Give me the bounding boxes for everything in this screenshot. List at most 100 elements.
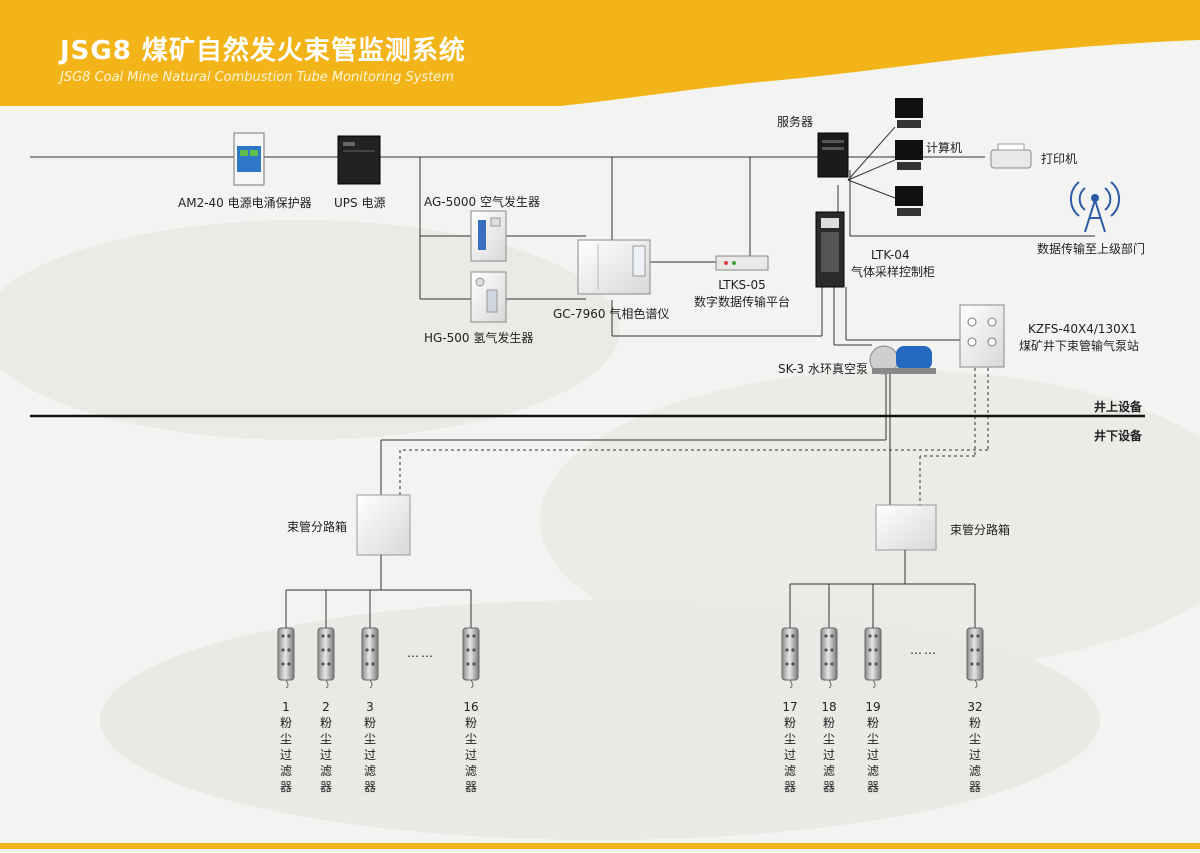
- filter-text-char: 滤: [968, 764, 981, 778]
- label-ltk04-name: 气体采样控制柜: [851, 265, 936, 279]
- filter-number: 17: [782, 700, 798, 714]
- filter-hole-32-1: [976, 634, 980, 638]
- filter-text-char: 粉: [279, 716, 292, 730]
- dust-filter-1: [277, 627, 295, 681]
- label-below-ground: 井下设备: [1094, 429, 1143, 443]
- filter-hole-2-4: [321, 662, 325, 666]
- filter-text-char: 尘: [279, 732, 292, 746]
- filter-hole-18-0: [824, 634, 828, 638]
- filter-hole-19-1: [874, 634, 878, 638]
- filter-text-char: 过: [968, 748, 981, 762]
- filter-hole-3-4: [365, 662, 369, 666]
- filter-hook-19: [872, 679, 876, 689]
- label-printer: 打印机: [1041, 152, 1078, 166]
- label-kzfs-name: 煤矿井下束管输气泵站: [1019, 339, 1140, 353]
- filter-text-char: 尘: [866, 732, 879, 746]
- filter-text-char: 尘: [319, 732, 332, 746]
- filter-number: 1: [282, 700, 290, 714]
- filter-text-char: 滤: [822, 764, 835, 778]
- filter-hole-17-1: [791, 634, 795, 638]
- filter-text-char: 器: [319, 780, 332, 794]
- dust-filter-17: [781, 627, 799, 681]
- filter-text-char: 尘: [783, 732, 796, 746]
- label-junction-left: 束管分路箱: [287, 520, 348, 534]
- filter-hook-1: [285, 679, 289, 689]
- filter-text-char: 滤: [783, 764, 796, 778]
- filter-hole-2-2: [321, 648, 325, 652]
- filter-text-char: 过: [783, 748, 796, 762]
- label-ag5000: AG-5000 空气发生器: [424, 195, 540, 209]
- filter-hole-18-3: [830, 648, 834, 652]
- filter-hole-3-5: [371, 662, 375, 666]
- filter-hole-1-2: [281, 648, 285, 652]
- filter-number: 19: [865, 700, 881, 714]
- filter-number: 3: [366, 700, 374, 714]
- label-ups: UPS 电源: [334, 196, 386, 210]
- dashed-tube-lines: [399, 368, 989, 505]
- junction-box-right: [875, 504, 937, 551]
- label-gc7960: GC-7960 气相色谱仪: [553, 307, 670, 321]
- filter-hook-17: [789, 679, 793, 689]
- dust-filter-19: [864, 627, 882, 681]
- filter-hole-1-5: [287, 662, 291, 666]
- filter-text-char: 滤: [279, 764, 292, 778]
- header-band: [0, 0, 1200, 106]
- filter-hole-32-5: [976, 662, 980, 666]
- filter-hole-2-0: [321, 634, 325, 638]
- filter-text-char: 器: [866, 780, 879, 794]
- label-server: 服务器: [777, 115, 814, 129]
- filter-number: 2: [322, 700, 330, 714]
- filter-number: 16: [463, 700, 479, 714]
- filter-hole-16-1: [472, 634, 476, 638]
- server-device: [817, 132, 849, 178]
- label-sk3: SK-3 水环真空泵: [778, 362, 869, 376]
- antenna-icon: [1069, 181, 1121, 233]
- filter-label-1: 1 粉尘过滤器: [278, 699, 294, 795]
- filter-hole-3-3: [371, 648, 375, 652]
- filter-distribution-lines: [286, 550, 975, 591]
- filter-hole-17-2: [785, 648, 789, 652]
- filter-hole-32-3: [976, 648, 980, 652]
- filter-text-char: 过: [822, 748, 835, 762]
- computer-1: [895, 98, 923, 128]
- filter-text-char: 滤: [319, 764, 332, 778]
- printer-device: [990, 143, 1032, 169]
- filter-text-char: 尘: [363, 732, 376, 746]
- filter-hole-3-1: [371, 634, 375, 638]
- filter-text-char: 器: [279, 780, 292, 794]
- filter-text-char: 过: [279, 748, 292, 762]
- filter-text-char: 器: [464, 780, 477, 794]
- filter-hole-19-4: [868, 662, 872, 666]
- junction-box-left: [356, 494, 411, 556]
- filter-hole-2-1: [327, 634, 331, 638]
- dust-filter-18: [820, 627, 838, 681]
- footer-band: [0, 843, 1200, 849]
- gas-chromatograph-device: [577, 239, 651, 295]
- filter-hook-32: [974, 679, 978, 689]
- label-kzfs-model: KZFS-40X4/130X1: [1028, 322, 1137, 336]
- computer-2: [895, 140, 923, 170]
- hydrogen-generator-device: [470, 271, 507, 323]
- page-title: JSG8 煤矿自然发火束管监测系统: [60, 36, 466, 66]
- filter-hole-2-5: [327, 662, 331, 666]
- filter-hole-18-2: [824, 648, 828, 652]
- filter-text-char: 尘: [464, 732, 477, 746]
- filter-hole-32-0: [970, 634, 974, 638]
- filter-hole-16-5: [472, 662, 476, 666]
- label-ltks05-name: 数字数据传输平台: [693, 295, 791, 309]
- computer-3: [895, 186, 923, 216]
- filter-text-char: 过: [319, 748, 332, 762]
- filter-hole-17-0: [785, 634, 789, 638]
- filter-text-char: 粉: [783, 716, 796, 730]
- filter-hook-3: [369, 679, 373, 689]
- filter-hole-18-5: [830, 662, 834, 666]
- filter-text-char: 粉: [866, 716, 879, 730]
- computer-devices: [895, 98, 923, 216]
- filter-text-char: 尘: [968, 732, 981, 746]
- filter-hole-2-3: [327, 648, 331, 652]
- label-ltk04-model: LTK-04: [871, 248, 910, 262]
